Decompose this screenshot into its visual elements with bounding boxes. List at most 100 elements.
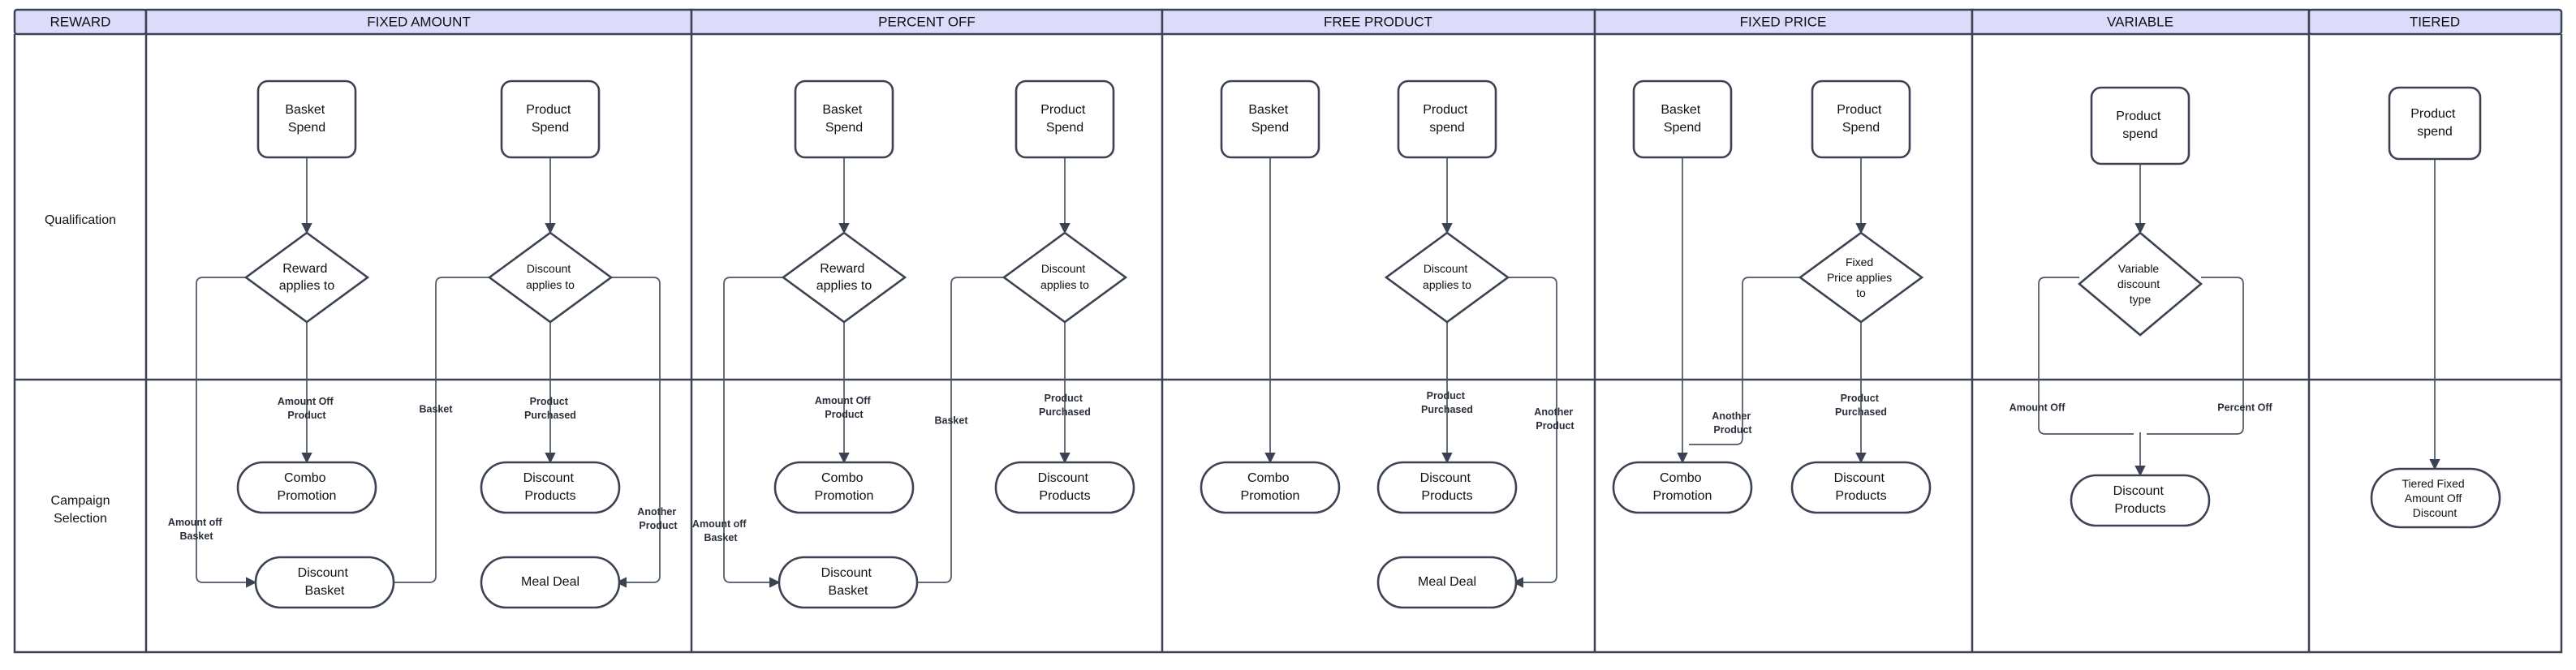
edge-label-fpr-another-product: Another Product <box>1712 410 1753 436</box>
node-po-product-spend[interactable] <box>1014 79 1115 159</box>
header-label-percent-off: PERCENT OFF <box>878 14 976 29</box>
node-label-fa-basket-spend: Basket Spend <box>285 103 328 135</box>
edge-label-po-amount-off-product: Amount Off Product <box>815 395 873 420</box>
node-label-fa-meal-deal: Meal Deal <box>521 575 579 589</box>
node-ti-product-spend[interactable] <box>2388 86 2482 161</box>
edge-label-fa-amount-off-basket: Amount off Basket <box>168 517 225 542</box>
edge-va-percentoff-path <box>2147 277 2244 435</box>
node-fpr-combo-promotion[interactable] <box>1612 461 1753 514</box>
node-label-fpr-basket-spend: Basket Spend <box>1661 103 1704 135</box>
node-label-po-reward-applies-to: Reward applies to <box>816 262 872 293</box>
column-percent-off: Basket Spend Product Spend Reward applie… <box>692 79 1135 609</box>
node-po-discount-applies-to[interactable] <box>1002 231 1128 324</box>
edge-fpr-anotherproduct-path <box>1689 277 1800 445</box>
edge-label-va-percent-off: Percent Off <box>2217 402 2272 413</box>
node-va-product-spend[interactable] <box>2090 86 2190 165</box>
node-fpr-product-spend[interactable] <box>1811 79 1911 159</box>
node-label-va-discount-products: Discount Products <box>2113 484 2168 516</box>
edge-fa-discount-anotherproduct <box>611 277 661 588</box>
node-fp-discount-applies-to[interactable] <box>1384 231 1510 324</box>
node-label-po-discount-basket: Discount Basket <box>821 566 876 598</box>
header-cell-tiered <box>2307 8 2563 36</box>
node-po-reward-applies-to[interactable] <box>781 231 907 324</box>
header-label-tiered: TIERED <box>2410 14 2460 29</box>
node-label-ti-tiered-fixed-amount-off-discount: Tiered Fixed Amount Off Discount <box>2402 477 2467 519</box>
edge-po-reward-amountoffbasket <box>723 277 783 588</box>
edge-label-fa-amount-off-product: Amount Off Product <box>278 396 336 421</box>
header-label-reward: REWARD <box>50 14 111 29</box>
column-tiered: Product spend Tiered Fixed Amount Off Di… <box>2370 86 2501 529</box>
node-fpr-discount-products[interactable] <box>1790 461 1932 514</box>
node-label-ti-product-spend: Product spend <box>2410 107 2459 139</box>
node-fp-combo-promotion[interactable] <box>1200 461 1341 514</box>
header-cell-fixed-price <box>1593 8 1974 36</box>
node-fa-combo-promotion[interactable] <box>236 461 377 514</box>
edge-fa-reward-amountoffbasket <box>196 277 257 588</box>
node-label-fpr-combo-promotion: Combo Promotion <box>1653 471 1712 503</box>
edge-label-fa-product-purchased: Product Purchased <box>524 396 576 421</box>
node-label-po-basket-spend: Basket Spend <box>822 103 865 135</box>
column-fixed-price: Basket Spend Product Spend Fixed Price a… <box>1612 79 1932 514</box>
header-label-fixed-price: FIXED PRICE <box>1740 14 1827 29</box>
node-label-va-variable-discount-type: Variable discount type <box>2117 262 2163 306</box>
node-fa-discount-basket[interactable] <box>254 556 395 609</box>
header-label-fixed-amount: FIXED AMOUNT <box>367 14 471 29</box>
row-label-qualification: Qualification <box>45 213 116 227</box>
edge-label-fp-another-product: Another Product <box>1534 406 1575 432</box>
header-cell-free-product <box>1161 8 1596 36</box>
header-label-free-product: FREE PRODUCT <box>1324 14 1432 29</box>
header-labels: REWARD FIXED AMOUNT PERCENT OFF FREE PRO… <box>50 14 2461 29</box>
node-label-fpr-product-spend: Product Spend <box>1837 103 1885 135</box>
node-fa-meal-deal[interactable] <box>480 556 621 609</box>
node-fp-discount-products[interactable] <box>1376 461 1518 514</box>
edge-po-discount-basket <box>891 277 1004 588</box>
node-fpr-basket-spend[interactable] <box>1632 79 1733 159</box>
node-po-discount-products[interactable] <box>994 461 1135 514</box>
node-po-combo-promotion[interactable] <box>773 461 915 514</box>
edge-label-fa-basket: Basket <box>420 403 454 414</box>
node-fa-reward-applies-to[interactable] <box>243 231 370 324</box>
node-label-fp-discount-products: Discount Products <box>1420 471 1475 503</box>
node-fp-basket-spend[interactable] <box>1220 79 1320 159</box>
node-label-fa-product-spend: Product Spend <box>526 103 575 135</box>
node-label-po-product-spend: Product Spend <box>1040 103 1089 135</box>
node-fa-basket-spend[interactable] <box>256 79 357 159</box>
node-label-fp-basket-spend: Basket Spend <box>1248 103 1291 135</box>
node-label-fa-combo-promotion: Combo Promotion <box>278 471 337 503</box>
node-fp-product-spend[interactable] <box>1397 79 1497 159</box>
header-label-variable: VARIABLE <box>2107 14 2173 29</box>
node-fa-discount-applies-to[interactable] <box>487 231 614 324</box>
column-fixed-amount: Basket Spend Product Spend Reward applie… <box>168 79 678 609</box>
header-cell-percent-off <box>690 8 1164 36</box>
node-fa-discount-products[interactable] <box>480 461 621 514</box>
node-label-po-discount-applies-to: Discount applies to <box>1040 262 1089 291</box>
node-ti-tiered-fixed-amount-off-discount[interactable] <box>2370 467 2501 529</box>
edge-label-va-amount-off: Amount Off <box>2010 402 2066 413</box>
node-label-fpr-discount-products: Discount Products <box>1834 471 1889 503</box>
node-fpr-fixed-price-applies-to[interactable] <box>1798 231 1924 324</box>
node-label-fa-reward-applies-to: Reward applies to <box>279 262 335 293</box>
node-po-discount-basket[interactable] <box>778 556 919 609</box>
header-cell-variable <box>1971 8 2311 36</box>
table-outer-border <box>13 34 2563 654</box>
node-label-fp-meal-deal: Meal Deal <box>1418 575 1476 589</box>
edge-fa-discount-basket <box>368 277 489 588</box>
node-va-discount-products[interactable] <box>2070 474 2211 527</box>
node-label-fa-discount-products: Discount Products <box>523 471 578 503</box>
node-fp-meal-deal[interactable] <box>1376 556 1518 609</box>
column-free-product: Basket Spend Product spend Discount appl… <box>1200 79 1575 609</box>
edge-label-fp-product-purchased: Product Purchased <box>1421 390 1473 415</box>
node-label-fp-product-spend: Product spend <box>1423 103 1471 135</box>
edge-label-fa-another-product: Another Product <box>637 506 678 531</box>
node-va-variable-discount-type[interactable] <box>2077 231 2203 337</box>
column-variable: Product spend Variable discount type Dis… <box>2010 86 2273 527</box>
node-label-fp-combo-promotion: Combo Promotion <box>1241 471 1300 503</box>
node-fa-product-spend[interactable] <box>500 79 601 159</box>
node-label-fp-discount-applies-to: Discount applies to <box>1423 262 1471 291</box>
node-label-po-combo-promotion: Combo Promotion <box>815 471 874 503</box>
node-po-basket-spend[interactable] <box>794 79 894 159</box>
